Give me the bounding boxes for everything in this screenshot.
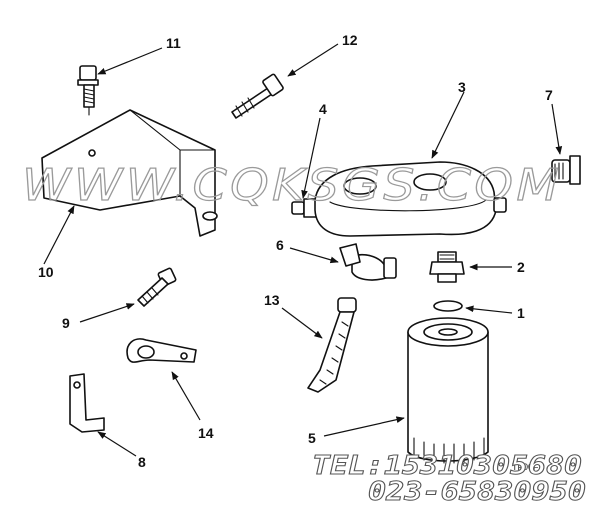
leader-lines [43,43,563,457]
part-10-mounting-bracket [41,109,218,237]
callout-12: 12 [342,32,358,48]
callout-1: 1 [517,305,525,321]
part-9-capscrew [137,267,177,307]
watermark-phone: TEL:15310305680 [312,451,582,481]
part-11-bolt [77,65,99,116]
figure-reference: TF00F1 [512,462,544,472]
callout-numbers: 11 12 3 4 7 6 2 1 10 9 13 5 14 8 [38,32,553,470]
callout-4: 4 [319,101,327,117]
part-13-hose [307,297,357,393]
part-14-p-clamp [126,338,197,363]
part-2-adapter [429,251,465,283]
callout-8: 8 [138,454,146,470]
callout-6: 6 [276,237,284,253]
callout-5: 5 [308,430,316,446]
callout-2: 2 [517,259,525,275]
watermark-phone-2: 023-65830950 [368,477,586,507]
part-5-filter-element [407,317,489,464]
watermark-site: WWW.CQKSGS.COM [22,160,562,211]
callout-11: 11 [166,35,181,51]
part-1-o-ring [433,300,463,312]
callout-9: 9 [62,315,70,331]
callout-10: 10 [38,264,54,280]
callout-3: 3 [458,79,466,95]
callout-7: 7 [545,87,553,103]
callout-14: 14 [198,425,214,441]
part-7-elbow-fitting [551,155,581,185]
part-3-filter-head [314,161,507,237]
part-8-angle-bracket [69,373,105,433]
part-6-elbow [339,243,397,281]
callout-13: 13 [264,292,280,308]
part-12-long-bolt [231,73,284,119]
